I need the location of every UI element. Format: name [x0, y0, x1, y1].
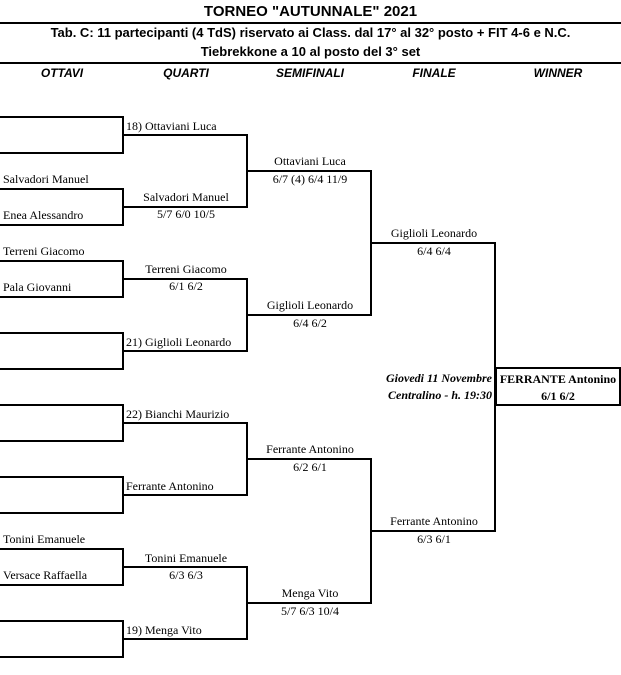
- bracket-line: [0, 548, 124, 550]
- bracket-line: [0, 296, 124, 298]
- bracket-line: [246, 314, 372, 316]
- final-date: Giovedi 11 Novembre: [386, 371, 492, 385]
- bracket-line: [0, 260, 124, 262]
- bracket-line: [122, 134, 248, 136]
- quarti-player: Ferrante Antonino: [126, 479, 214, 493]
- bracket-line: [0, 656, 124, 658]
- bracket-line: [0, 332, 124, 334]
- quarti-player: 19) Menga Vito: [126, 623, 202, 637]
- winner-name: FERRANTE Antonino: [499, 372, 617, 386]
- col-winner: WINNER: [533, 66, 583, 80]
- finale-score: 6/3 6/1: [417, 532, 451, 546]
- page-title: TORNEO "AUTUNNALE" 2021: [203, 3, 418, 20]
- bracket-line: [0, 368, 124, 370]
- bracket-line: [0, 188, 124, 190]
- bracket-line: [370, 530, 496, 532]
- ottavi-player: Terreni Giacomo: [3, 244, 85, 258]
- bracket-line: [122, 494, 248, 496]
- winner-score: 6/1 6/2: [541, 389, 575, 403]
- subtitle: Tab. C: 11 partecipanti (4 TdS) riservat…: [50, 25, 571, 40]
- semi-score: 5/7 6/3 10/4: [280, 604, 339, 618]
- bracket-line: [246, 458, 372, 460]
- bracket-line: [0, 584, 124, 586]
- ottavi-player: Pala Giovanni: [3, 280, 72, 294]
- col-semifinali: SEMIFINALI: [276, 66, 344, 80]
- bracket-line: [0, 404, 124, 406]
- finale-player: Ferrante Antonino: [390, 514, 478, 528]
- bracket-line: [0, 224, 124, 226]
- bracket-line: [122, 638, 248, 640]
- bracket-line: [0, 476, 124, 478]
- bracket-line: [122, 350, 248, 352]
- bracket-line: [122, 206, 248, 208]
- quarti-player: Terreni Giacomo: [145, 262, 227, 276]
- winner-box: FERRANTE Antonino 6/1 6/2: [495, 367, 621, 406]
- semi-score: 6/4 6/2: [293, 316, 327, 330]
- bracket-line: [122, 422, 248, 424]
- finale-player: Giglioli Leonardo: [390, 226, 478, 240]
- quarti-score: 6/1 6/2: [169, 279, 203, 293]
- semi-player: Ottaviani Luca: [274, 154, 346, 168]
- col-quarti: QUARTI: [163, 66, 209, 80]
- bracket-line: [0, 620, 124, 622]
- quarti-player: 22) Bianchi Maurizio: [126, 407, 230, 421]
- final-place: Centralino - h. 19:30: [387, 388, 492, 402]
- quarti-score: 6/3 6/3: [169, 568, 203, 582]
- ottavi-player: Tonini Emanuele: [3, 532, 86, 546]
- ottavi-player: Versace Raffaella: [3, 568, 88, 582]
- semi-player: Menga Vito: [281, 586, 339, 600]
- quarti-player: 21) Giglioli Leonardo: [126, 335, 232, 349]
- ottavi-player: Salvadori Manuel: [3, 172, 89, 186]
- quarti-player: 18) Ottaviani Luca: [126, 119, 217, 133]
- bracket-line: [0, 440, 124, 442]
- bracket-line: [0, 152, 124, 154]
- semi-player: Giglioli Leonardo: [266, 298, 354, 312]
- divider: [0, 22, 621, 24]
- bracket-line: [370, 242, 496, 244]
- tiebreak-note: Tiebrekkone a 10 al posto del 3° set: [200, 44, 421, 59]
- bracket-line: [122, 278, 248, 280]
- ottavi-player: Enea Alessandro: [3, 208, 84, 222]
- bracket-line: [0, 116, 124, 118]
- bracket-line: [122, 566, 248, 568]
- quarti-player: Salvadori Manuel: [143, 190, 229, 204]
- divider: [0, 62, 621, 64]
- quarti-score: 5/7 6/0 10/5: [156, 207, 215, 221]
- semi-score: 6/7 (4) 6/4 11/9: [272, 172, 348, 186]
- bracket-line: [246, 170, 372, 172]
- finale-score: 6/4 6/4: [417, 244, 451, 258]
- semi-score: 6/2 6/1: [293, 460, 327, 474]
- col-finale: FINALE: [412, 66, 456, 80]
- bracket-line: [246, 602, 372, 604]
- bracket-line: [0, 512, 124, 514]
- col-ottavi: OTTAVI: [40, 66, 84, 80]
- quarti-player: Tonini Emanuele: [144, 551, 228, 565]
- semi-player: Ferrante Antonino: [266, 442, 354, 456]
